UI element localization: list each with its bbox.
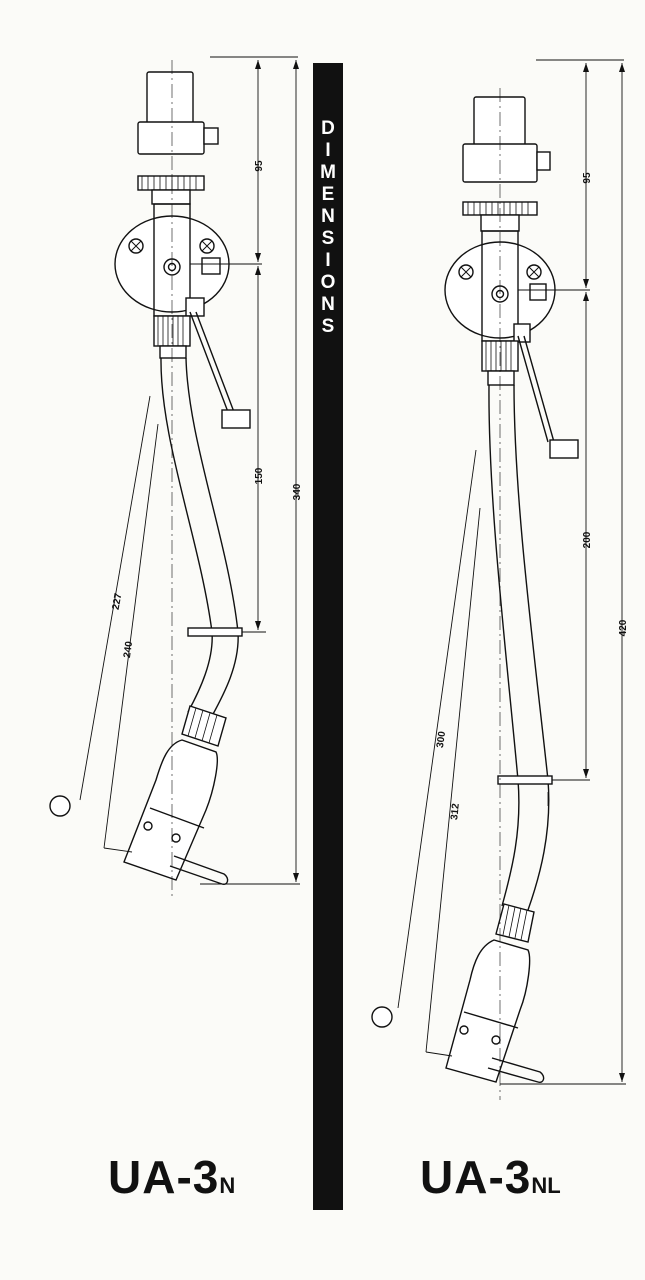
right-weight-knob xyxy=(536,151,551,171)
right-tonearm xyxy=(371,88,579,1100)
left-weight-collar xyxy=(137,121,205,155)
left-dim-total: 340 xyxy=(292,483,303,500)
left-dim-middle: 150 xyxy=(254,467,265,484)
left-tonearm xyxy=(49,60,251,900)
model-right-suffix: NL xyxy=(531,1173,561,1198)
banner-letter: N xyxy=(321,206,335,227)
left-arm-tube xyxy=(160,357,213,713)
banner-letter: I xyxy=(325,250,331,271)
banner-letter: D xyxy=(321,118,335,139)
right-cue-lever xyxy=(517,335,555,443)
left-pillar xyxy=(151,189,191,205)
right-headshell xyxy=(445,939,531,1083)
right-dimension-arrows xyxy=(583,63,625,1082)
right-dim-total: 420 xyxy=(618,619,629,636)
right-dim-upper: 95 xyxy=(582,172,593,184)
model-label-left: UA-3N xyxy=(108,1150,235,1204)
model-left-main: UA-3 xyxy=(108,1151,220,1203)
left-arm-clip xyxy=(187,627,243,637)
model-label-right: UA-3NL xyxy=(420,1150,561,1204)
right-finger-lift xyxy=(487,1057,545,1084)
right-counterweight xyxy=(473,96,526,146)
left-counterweight xyxy=(146,71,194,125)
right-arm-clip xyxy=(497,775,553,785)
banner-letter: M xyxy=(320,162,336,183)
right-arm-tube xyxy=(488,384,520,907)
right-lift-bracket xyxy=(513,323,531,343)
left-dim-upper: 95 xyxy=(254,160,265,172)
left-cue-lever xyxy=(189,311,235,413)
banner-letter: S xyxy=(321,316,335,337)
right-stylus-point xyxy=(371,1006,393,1028)
right-dim-middle: 200 xyxy=(582,531,593,548)
banner-letter: N xyxy=(321,294,335,315)
left-weight-knob xyxy=(203,127,219,145)
right-cue-handle xyxy=(549,439,579,459)
banner-letter: O xyxy=(320,272,336,293)
left-cue-handle xyxy=(221,409,251,429)
left-pivot-knob xyxy=(201,257,221,275)
left-headshell-nut xyxy=(181,705,227,747)
model-right-main: UA-3 xyxy=(420,1151,532,1203)
right-headshell-nut xyxy=(495,903,535,943)
banner-letter: I xyxy=(325,140,331,161)
left-headshell xyxy=(123,739,218,881)
left-dimension-arrows xyxy=(255,60,299,882)
left-lift-bracket xyxy=(185,297,205,317)
model-left-suffix: N xyxy=(219,1173,236,1198)
right-dimension-lines xyxy=(397,59,626,1085)
right-dim-effective: 300 xyxy=(435,730,448,748)
left-dim-effective: 227 xyxy=(111,592,125,611)
banner-letter: S xyxy=(321,228,335,249)
right-dim-overall-arm: 312 xyxy=(449,802,462,820)
left-dimension-lines xyxy=(79,56,300,885)
left-dim-overall-arm: 240 xyxy=(122,640,135,658)
right-pivot-knob xyxy=(529,283,547,301)
banner-letter: E xyxy=(321,184,335,205)
left-stylus-point xyxy=(49,795,71,817)
